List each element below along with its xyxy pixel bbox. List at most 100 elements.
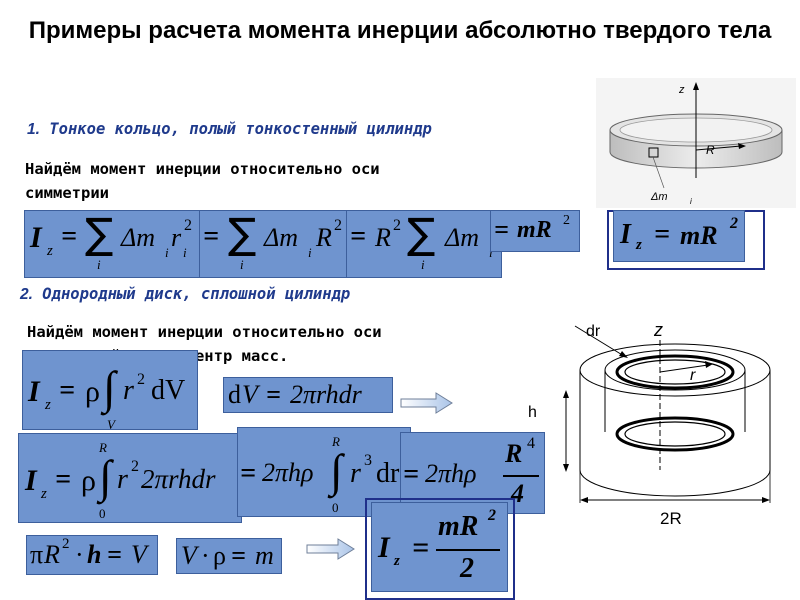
section2-text-line1: Найдём момент инерции относительно оси bbox=[27, 323, 382, 341]
f1c-eq: = bbox=[350, 221, 366, 252]
cyl-2R-label: 2R bbox=[660, 509, 682, 528]
section1-heading: 1. Тонкое кольцо, полый тонкостенный цил… bbox=[27, 120, 432, 139]
f2-sq: 2 bbox=[137, 371, 145, 388]
f1b-dm: Δm bbox=[264, 223, 299, 252]
f1b-sq: 2 bbox=[334, 217, 342, 234]
result1-z: z bbox=[636, 237, 642, 253]
formula-disc-integral-r: I z = ρ ∫ R 0 r 2 2πrhdr bbox=[18, 433, 242, 523]
f1-dm: Δm bbox=[121, 223, 156, 252]
formula-ring-mR2: = mR 2 bbox=[490, 210, 580, 252]
cyl-r-label: r bbox=[690, 367, 696, 384]
f4-zero: 0 bbox=[99, 506, 106, 521]
f4-rho: ρ bbox=[81, 464, 96, 497]
f2-r: r bbox=[123, 375, 134, 406]
f2-rho: ρ bbox=[85, 375, 100, 408]
f5-int: ∫ bbox=[330, 445, 343, 496]
f1d-sq: 2 bbox=[563, 213, 570, 228]
result2-I: I bbox=[378, 531, 390, 564]
f1c-i: i bbox=[421, 257, 425, 272]
f6-num: R bbox=[505, 439, 523, 468]
result2-formula: I z = mR 2 2 bbox=[371, 502, 508, 592]
result2-frame bbox=[365, 498, 515, 600]
f1c-sum: ∑ bbox=[407, 210, 436, 258]
page-title: Примеры расчета момента инерции абсолютн… bbox=[28, 17, 772, 44]
result1-eq: = bbox=[654, 219, 670, 250]
result2-den: 2 bbox=[460, 553, 474, 584]
f7-pi: π bbox=[30, 540, 44, 569]
f1-i: i bbox=[97, 257, 101, 272]
ring-r-label: R bbox=[706, 143, 715, 157]
f8-V: V bbox=[181, 541, 197, 570]
f8-dot: · bbox=[201, 541, 210, 570]
f5-dr: dr bbox=[376, 458, 400, 489]
result2-num: mR bbox=[438, 511, 479, 542]
f7-eq: = bbox=[107, 540, 122, 569]
section2-heading: 2. Однородный диск, сплошной цилиндр bbox=[20, 285, 350, 304]
f1-i-sub1: i bbox=[165, 245, 169, 260]
f4-eq: = bbox=[55, 464, 71, 495]
f1-I: I bbox=[30, 221, 42, 254]
f7-R: R bbox=[44, 540, 60, 569]
f8-eq: = bbox=[231, 541, 246, 570]
f7-V: V bbox=[131, 540, 147, 569]
f7-h: h bbox=[87, 540, 102, 569]
ring-figure: z R Δm i bbox=[596, 78, 796, 208]
ring-z-label: z bbox=[678, 84, 685, 96]
result1-sq: 2 bbox=[730, 215, 738, 232]
f1b-eq: = bbox=[203, 221, 219, 252]
f4-z: z bbox=[41, 486, 47, 502]
f4-R: R bbox=[99, 440, 107, 455]
f6-eq: = bbox=[403, 459, 419, 490]
arrow-right-icon-2 bbox=[306, 538, 355, 560]
f3-V: V bbox=[242, 380, 258, 409]
formula-disc-R4: = 2πhρ R 4 4 bbox=[400, 432, 545, 514]
f2-V: V bbox=[107, 417, 115, 430]
arrow-right-icon bbox=[400, 392, 453, 414]
result1-I: I bbox=[620, 219, 631, 250]
f1c-dm: Δm bbox=[445, 223, 480, 252]
ring-i-label: i bbox=[690, 197, 692, 206]
cyl-dr-label: dr bbox=[586, 323, 601, 340]
cyl-h-label: h bbox=[528, 404, 537, 421]
ring-dm-label: Δm bbox=[650, 191, 668, 203]
f5-zero: 0 bbox=[332, 500, 339, 515]
result1-mR: mR bbox=[680, 221, 718, 250]
f3-d: d bbox=[228, 380, 241, 409]
result2-sq: 2 bbox=[488, 507, 496, 524]
f4-r: r bbox=[117, 464, 128, 495]
formula-ring-R2-sum: = R 2 ∑ i Δm i bbox=[346, 210, 502, 278]
f1-r: r bbox=[171, 223, 182, 252]
f3-rest: 2πrhdr bbox=[290, 380, 362, 409]
f1b-sum: ∑ bbox=[228, 210, 257, 258]
f5-pre: 2πhρ bbox=[262, 458, 314, 487]
section1-text-line1: Найдём момент инерции относительно оси bbox=[25, 160, 380, 178]
f4-int: ∫ bbox=[99, 451, 112, 502]
formula-dV: d V = 2πrhdr bbox=[223, 377, 393, 413]
formula-mass: V · ρ = m bbox=[176, 538, 282, 574]
section2-number: 2. bbox=[20, 286, 33, 303]
formula-ring-sum-R: = ∑ i Δm i R 2 bbox=[199, 210, 349, 278]
formula-volume: π R 2 · h = V bbox=[26, 535, 158, 575]
f1-i-sub2: i bbox=[183, 245, 187, 260]
f2-dV: dV bbox=[151, 375, 186, 406]
section1-text: Найдём момент инерции относительно оси с… bbox=[25, 157, 380, 205]
f1d-eq: = bbox=[494, 215, 509, 244]
cylinder-figure: dr z r h 2R bbox=[528, 320, 771, 528]
f5-r: r bbox=[350, 458, 361, 489]
f4-rest: 2πrhdr bbox=[141, 464, 216, 494]
f1-z: z bbox=[47, 243, 53, 259]
f1b-i: i bbox=[240, 257, 244, 272]
f6-pre: 2πhρ bbox=[425, 459, 477, 488]
f8-m: m bbox=[255, 541, 274, 570]
f2-eq: = bbox=[59, 375, 75, 406]
formula-disc-integral-dV: I z = ρ ∫ V r 2 dV bbox=[22, 350, 198, 430]
result2-fraction-bar bbox=[436, 549, 500, 551]
f1d-mR: mR bbox=[517, 217, 552, 243]
section2-heading-text: Однородный диск, сплошной цилиндр bbox=[42, 285, 351, 303]
f1-eq: = bbox=[61, 221, 77, 252]
result1-formula: I z = mR 2 bbox=[613, 210, 745, 262]
f1c-R: R bbox=[375, 223, 391, 252]
cyl-z-label: z bbox=[653, 320, 663, 340]
section1-text-line2: симметрии bbox=[25, 184, 109, 202]
f1-sq: 2 bbox=[184, 217, 192, 234]
